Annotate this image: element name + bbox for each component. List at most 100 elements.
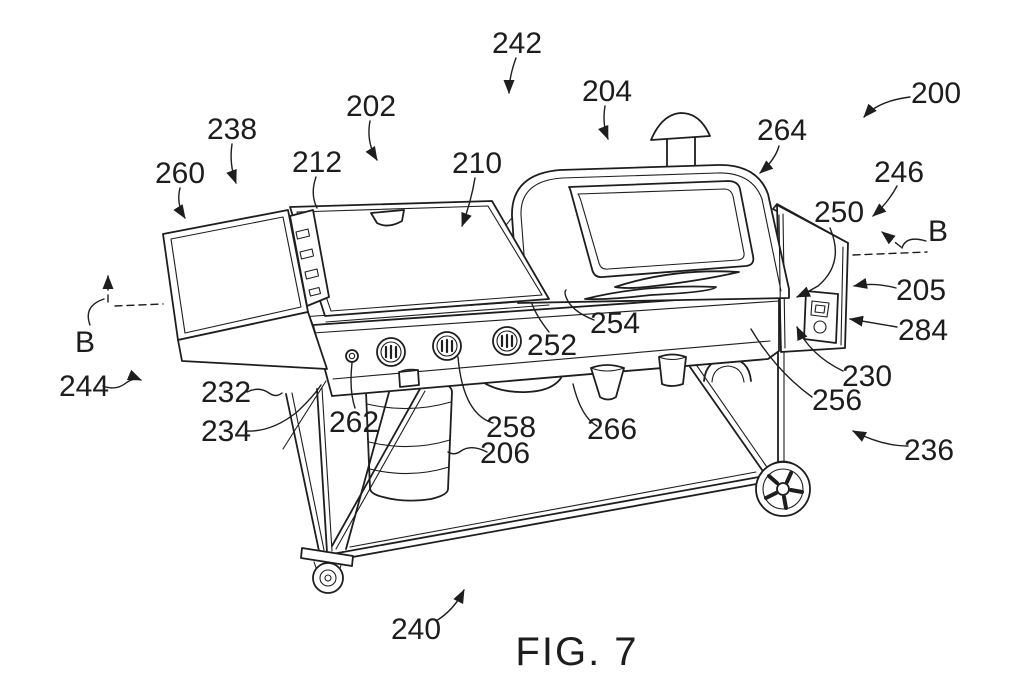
ref-label-262: 262 bbox=[329, 406, 379, 439]
wheel-spoke bbox=[767, 474, 779, 485]
ref-label-206: 206 bbox=[480, 437, 530, 470]
section-leader bbox=[901, 238, 927, 249]
leader-284 bbox=[849, 315, 898, 328]
leader-206 bbox=[447, 447, 488, 455]
leader-234 bbox=[246, 384, 322, 432]
ref-label-232: 232 bbox=[201, 376, 251, 409]
leader-264 bbox=[759, 145, 780, 174]
burner-knob bbox=[376, 337, 406, 367]
section-leader bbox=[87, 298, 105, 326]
ref-label-236: 236 bbox=[904, 434, 954, 467]
ref-label-258: 258 bbox=[486, 411, 536, 444]
rear-left-leg bbox=[345, 384, 392, 550]
leader-250 bbox=[796, 227, 837, 298]
ref-label-250: 250 bbox=[814, 196, 864, 229]
ref-label-230: 230 bbox=[842, 360, 892, 393]
leader-205 bbox=[853, 278, 897, 289]
leader-212 bbox=[312, 176, 318, 209]
section-marker-left bbox=[87, 275, 164, 326]
propane-tank bbox=[365, 377, 453, 502]
leader-230 bbox=[796, 326, 844, 372]
ref-label-200: 200 bbox=[911, 77, 961, 110]
ref-label-264: 264 bbox=[757, 114, 807, 147]
lip-line bbox=[312, 300, 780, 334]
lid-handle-notch bbox=[370, 209, 405, 227]
igniter-button bbox=[345, 349, 359, 363]
ref-label-205: 205 bbox=[896, 274, 946, 307]
spoked-wheel bbox=[755, 460, 811, 517]
smoker-handle bbox=[584, 285, 717, 301]
smoker-handle bbox=[614, 270, 740, 289]
leader-258 bbox=[457, 356, 494, 424]
ref-label-242: 242 bbox=[492, 27, 542, 60]
left-legs bbox=[282, 380, 426, 553]
leader-lines bbox=[102, 57, 911, 622]
section-marker-right bbox=[852, 231, 928, 256]
ref-label-234: 234 bbox=[201, 415, 251, 448]
wheel-spoke bbox=[764, 491, 778, 500]
section-label-b-right: B bbox=[928, 215, 948, 248]
bracket-slot bbox=[299, 248, 315, 260]
smoker-lid bbox=[495, 164, 790, 353]
leader-242 bbox=[503, 57, 517, 94]
leader-236 bbox=[852, 430, 909, 447]
ref-label-240: 240 bbox=[391, 613, 441, 646]
reference-labels: 200 242 204 202 238 212 210 264 260 246 … bbox=[59, 27, 961, 646]
controller-panel bbox=[803, 290, 839, 344]
leader-262 bbox=[350, 362, 356, 409]
section-line bbox=[852, 251, 928, 256]
bracket-slot bbox=[308, 286, 322, 297]
leg-brace bbox=[331, 386, 422, 547]
ref-label-260: 260 bbox=[155, 157, 205, 190]
hopper-front-edge bbox=[778, 214, 782, 353]
leader-260 bbox=[173, 187, 186, 219]
chimney bbox=[650, 112, 711, 172]
caster-bracket bbox=[300, 547, 354, 567]
leader-232 bbox=[246, 388, 283, 397]
cross-brace bbox=[282, 380, 327, 450]
side-shelf bbox=[162, 209, 328, 370]
gas-lid-top bbox=[289, 200, 550, 317]
section-label-b-left: B bbox=[75, 326, 95, 359]
tank-band bbox=[369, 466, 450, 475]
burner-knob bbox=[432, 331, 462, 361]
leader-204 bbox=[598, 105, 609, 140]
bracket-slot bbox=[295, 228, 311, 240]
leader-254 bbox=[564, 289, 595, 321]
grease-chute bbox=[658, 353, 687, 387]
ref-label-202: 202 bbox=[346, 90, 396, 123]
wheel-spoke bbox=[782, 495, 788, 510]
ref-label-246: 246 bbox=[874, 156, 924, 189]
smoker-window bbox=[568, 180, 755, 278]
section-arrow bbox=[881, 231, 902, 248]
tank-collar bbox=[398, 368, 420, 388]
section-line bbox=[114, 303, 164, 307]
ref-label-284: 284 bbox=[898, 314, 948, 347]
controller-display bbox=[810, 300, 830, 318]
pellet-hopper bbox=[772, 203, 849, 353]
leader-202 bbox=[365, 120, 378, 161]
bottom-shelf-rails bbox=[320, 471, 763, 563]
leader-256 bbox=[750, 328, 813, 398]
ref-label-266: 266 bbox=[587, 413, 637, 446]
leg-brace bbox=[689, 366, 768, 478]
lid-front-lip bbox=[325, 304, 550, 323]
right-leg bbox=[689, 351, 785, 478]
leader-244 bbox=[102, 369, 142, 389]
leader-266 bbox=[572, 383, 598, 427]
leader-238 bbox=[226, 143, 237, 184]
ref-label-204: 204 bbox=[582, 75, 632, 108]
ref-label-252: 252 bbox=[527, 329, 577, 362]
leader-246 bbox=[872, 185, 898, 217]
ref-label-238: 238 bbox=[207, 113, 257, 146]
bracket-slot bbox=[304, 268, 320, 280]
ref-label-212: 212 bbox=[292, 146, 342, 179]
ref-label-244: 244 bbox=[59, 370, 109, 403]
wheel-spoke bbox=[789, 488, 804, 494]
caster-wheel bbox=[300, 547, 354, 594]
figure-caption: FIG. 7 bbox=[515, 630, 638, 674]
shelf-front-face bbox=[177, 311, 328, 370]
leader-252 bbox=[531, 303, 550, 333]
